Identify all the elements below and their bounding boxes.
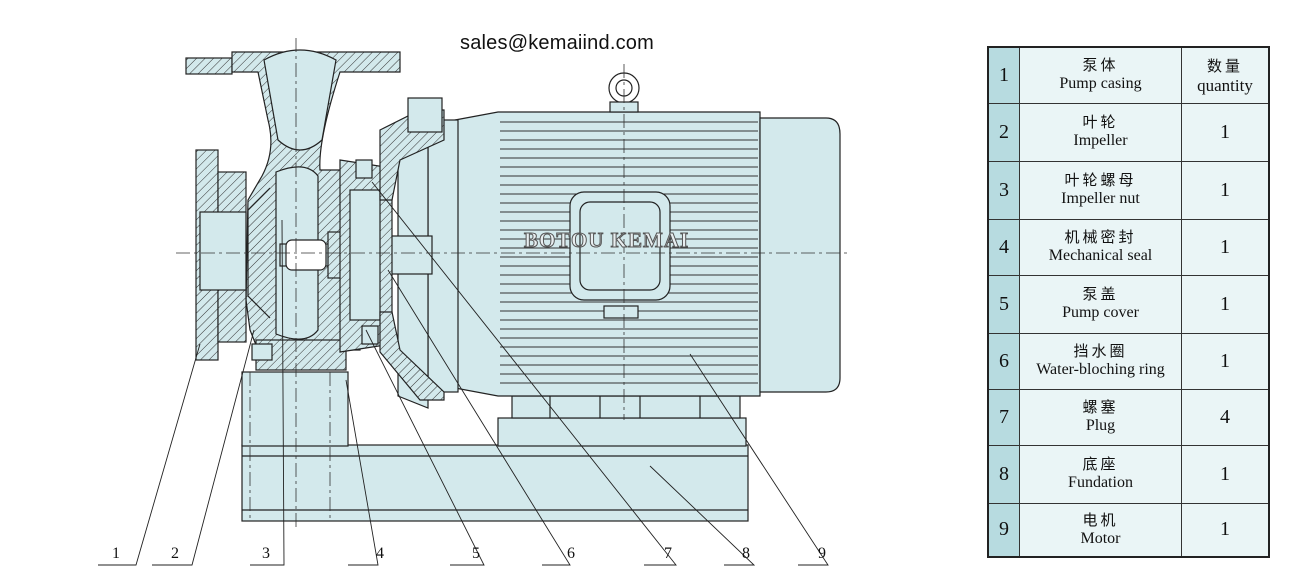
table-row: 4 机械密封 Mechanical seal 1 [987,218,1270,276]
leader-lines [98,181,829,566]
motor [397,72,841,409]
quantity-header: 数量 quantity [1181,46,1270,104]
part-name-en: Plug [1085,417,1116,434]
callout-7: 7 [664,545,672,562]
part-number: 4 [987,218,1020,276]
part-name: 螺塞 Plug [1019,388,1182,446]
callout-9: 9 [818,545,826,562]
part-number: 9 [987,502,1020,558]
part-name-zh: 叶轮螺母 [1064,173,1137,189]
part-name-zh: 叶轮 [1082,115,1119,131]
part-quantity: 1 [1181,444,1270,504]
parts-list-table: 1 泵体 Pump casing 数量 quantity 2 叶轮 Impell… [987,46,1270,558]
quantity-header-zh: 数量 [1206,58,1243,75]
part-name-en: Impeller nut [1061,190,1140,207]
part-quantity: 1 [1181,332,1270,390]
part-name-en: Impeller [1073,132,1128,149]
part-number: 8 [987,444,1020,504]
part-quantity: 1 [1181,160,1270,220]
table-row: 8 底座 Fundation 1 [987,444,1270,504]
part-name: 泵盖 Pump cover [1019,274,1182,334]
part-quantity: 1 [1181,274,1270,334]
callout-1: 1 [112,545,120,562]
part-name: 挡水圈 Water-bloching ring [1019,332,1182,390]
part-number: 6 [987,332,1020,390]
part-quantity: 4 [1181,388,1270,446]
part-name-zh: 底座 [1082,457,1119,473]
table-row: 1 泵体 Pump casing 数量 quantity [987,46,1270,104]
callout-2: 2 [171,545,179,562]
contact-email: sales@kemaiind.com [460,32,654,54]
callout-3: 3 [262,545,270,562]
table-row: 2 叶轮 Impeller 1 [987,102,1270,162]
center-lines [176,38,850,530]
callout-8: 8 [742,545,750,562]
part-name-en: Mechanical seal [1048,247,1153,264]
table-row: 3 叶轮螺母 Impeller nut 1 [987,160,1270,220]
quantity-header-en: quantity [1197,75,1253,95]
part-name: 机械密封 Mechanical seal [1019,218,1182,276]
part-name-en: Motor [1080,529,1121,547]
part-number: 7 [987,388,1020,446]
part-name: 电机 Motor [1019,502,1182,558]
part-number: 2 [987,102,1020,162]
callout-5: 5 [472,545,480,562]
part-number: 3 [987,160,1020,220]
part-quantity: 1 [1181,502,1270,558]
part-quantity: 1 [1181,218,1270,276]
part-name-en: Fundation [1068,474,1133,491]
table-row: 9 电机 Motor 1 [987,502,1270,558]
part-number: 1 [987,46,1020,104]
part-name-zh: 机械密封 [1064,230,1137,246]
brand-watermark: BOTOU KEMAI [523,228,690,253]
impeller-and-shaft [247,97,445,401]
part-number: 5 [987,274,1020,334]
part-name-en: Pump cover [1062,304,1139,321]
table-row: 6 挡水圈 Water-bloching ring 1 [987,332,1270,390]
part-name-zh: 泵体 [1082,58,1119,75]
part-name: 底座 Fundation [1019,444,1182,504]
callout-4: 4 [376,545,384,562]
table-row: 7 螺塞 Plug 4 [987,388,1270,446]
part-name-zh: 泵盖 [1082,287,1119,303]
table-row: 5 泵盖 Pump cover 1 [987,274,1270,334]
part-name: 叶轮螺母 Impeller nut [1019,160,1182,220]
part-name-en: Water-bloching ring [1036,361,1165,378]
part-name: 泵体 Pump casing [1019,46,1182,104]
part-name: 叶轮 Impeller [1019,102,1182,162]
part-name-zh: 螺塞 [1082,400,1119,416]
part-name-zh: 挡水圈 [1073,344,1128,360]
callout-6: 6 [567,545,575,562]
foundation-base [241,371,749,522]
pump-cross-section-drawing [98,38,850,566]
part-name-en: Pump casing [1059,75,1142,93]
part-quantity: 1 [1181,102,1270,162]
part-name-zh: 电机 [1082,512,1119,529]
